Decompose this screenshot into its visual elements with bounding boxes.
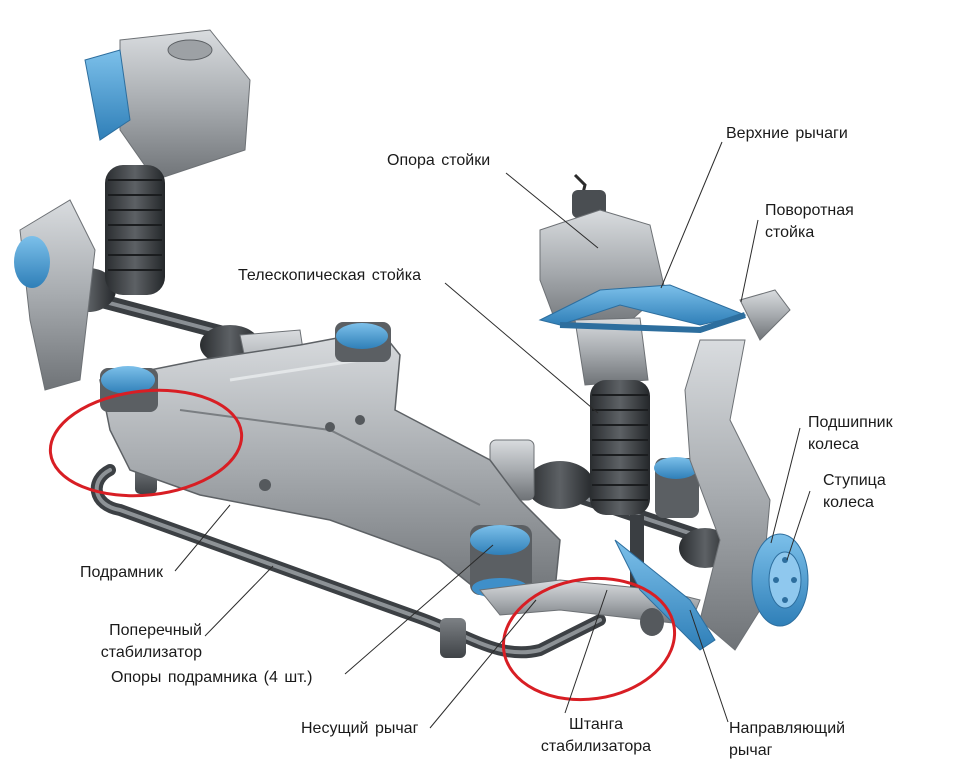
label-guide-arm-line1: Направляющий bbox=[729, 720, 846, 737]
label-wheel-bearing: Подшипник колеса bbox=[808, 412, 893, 456]
label-lower-arm: Несущий рычаг bbox=[301, 720, 419, 737]
wheel-hub bbox=[751, 533, 809, 627]
highlight-circles bbox=[48, 388, 677, 702]
label-wheel-hub-line1: Ступица bbox=[823, 472, 886, 489]
label-steering-knuckle: Поворотная стойка bbox=[765, 200, 854, 244]
label-steering-knuckle-line2: стойка bbox=[765, 224, 815, 241]
guide-arm bbox=[614, 539, 716, 651]
label-telescopic-strut: Телескопическая стойка bbox=[238, 267, 421, 284]
steering-knuckle-right bbox=[684, 289, 791, 651]
label-wheel-hub: Ступица колеса bbox=[823, 470, 886, 514]
upper-control-arms bbox=[538, 284, 747, 334]
air-strut-left bbox=[84, 29, 251, 295]
label-anti-roll-bar-line1: Поперечный bbox=[109, 622, 202, 639]
label-stabilizer-link: Штанга стабилизатора bbox=[536, 714, 656, 758]
leader-lines bbox=[174, 141, 811, 729]
label-anti-roll-bar: Поперечный стабилизатор bbox=[88, 620, 202, 664]
label-wheel-bearing-line2: колеса bbox=[808, 436, 859, 453]
label-stabilizer-link-line2: стабилизатора bbox=[540, 738, 652, 755]
steering-knuckle-left bbox=[14, 199, 96, 391]
drive-shaft-right bbox=[526, 461, 747, 568]
label-guide-arm-line2: рычаг bbox=[729, 742, 773, 759]
label-wheel-hub-line2: колеса bbox=[823, 494, 874, 511]
label-stabilizer-link-line1: Штанга bbox=[569, 716, 623, 733]
label-strut-mount: Опора стойки bbox=[387, 152, 491, 169]
label-wheel-bearing-line1: Подшипник bbox=[808, 414, 893, 431]
label-upper-arms: Верхние рычаги bbox=[726, 125, 848, 142]
label-subframe: Подрамник bbox=[80, 564, 163, 581]
air-strut-right bbox=[539, 173, 666, 600]
label-subframe-mounts: Опоры подрамника (4 шт.) bbox=[111, 669, 313, 686]
label-anti-roll-bar-line2: стабилизатор bbox=[100, 644, 202, 661]
label-guide-arm: Направляющий рычаг bbox=[729, 718, 845, 762]
label-steering-knuckle-line1: Поворотная bbox=[765, 202, 854, 219]
